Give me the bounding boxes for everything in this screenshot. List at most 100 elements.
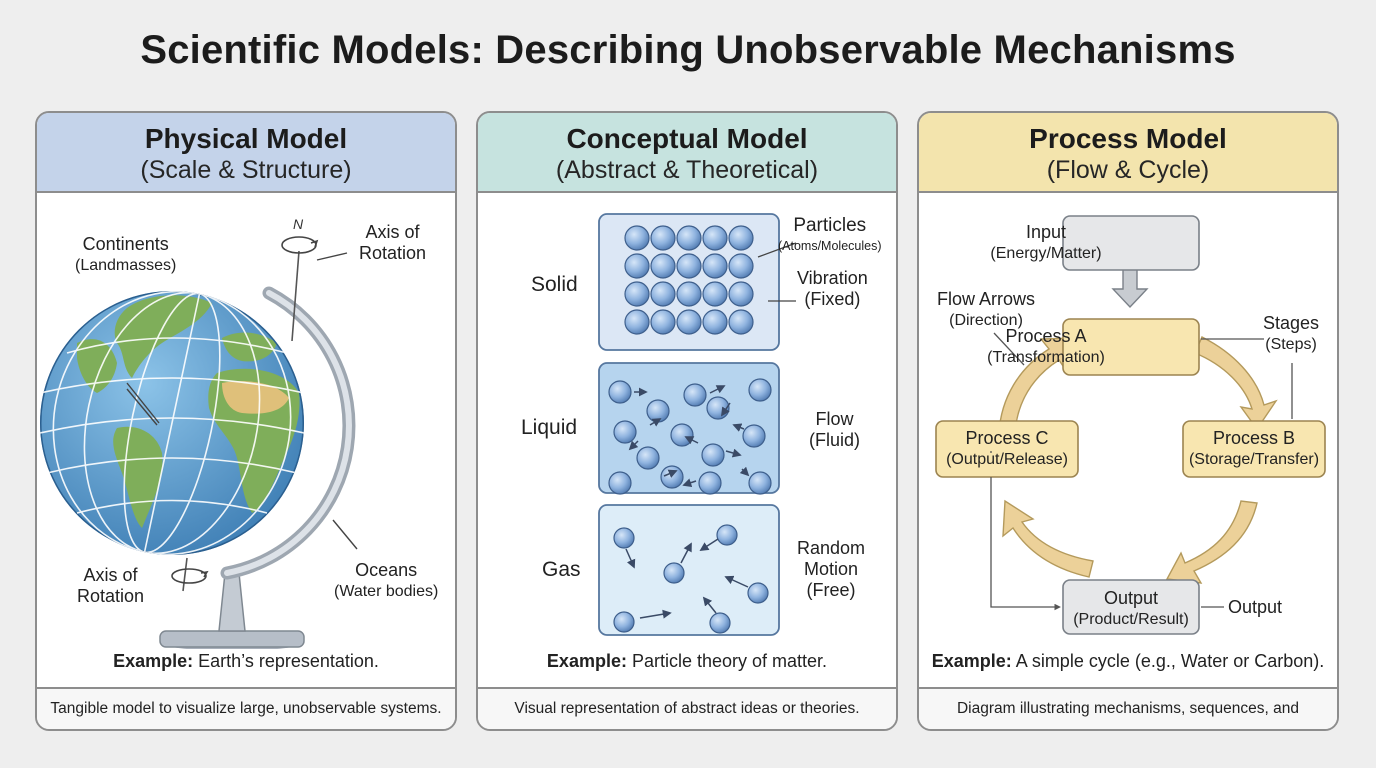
gas-particle [709,612,731,634]
motion-arrow [639,609,672,619]
gas-particle [663,562,685,584]
process-model-header: Process Model (Flow & Cycle) [919,113,1337,193]
process-c-box [935,420,1079,478]
motion-arrow [625,548,636,569]
solid-particle [624,225,650,251]
gas-particles [613,524,769,634]
axis-line-top [291,250,300,342]
input-arrow [1111,266,1149,309]
process-cycle-illustration [935,215,1326,635]
process-a-text: Process A (Transformation) [987,326,1105,366]
flow-arrows-label: Flow Arrows (Direction) [937,289,1036,329]
state-gas-label: Gas [542,558,581,581]
liquid-particle [683,383,707,407]
axis-of-rotation-bottom-label: Axis of Rotation [77,565,145,606]
process-footer: Diagram illustrating mechanisms, sequenc… [919,687,1337,729]
motion-arrow [732,423,745,432]
motion-arrow [628,440,639,451]
liquid-particle [636,446,660,470]
continents-label: Continents (Landmasses) [75,234,177,274]
gas-particle [613,611,635,633]
gas-particle [716,524,738,546]
process-example: Example: A simple cycle (e.g., Water or … [931,651,1325,671]
physical-footer: Tangible model to visualize large, unobs… [37,687,455,729]
process-b-text: Process B (Storage/Transfer) [1188,428,1320,468]
liquid-particle [613,420,637,444]
process-model-panel: Process Model (Flow & Cycle) [917,111,1339,731]
solid-particle [728,281,754,307]
particles-label: Particles (Atoms/Molecules) [778,215,882,253]
motion-arrow [699,538,719,551]
solid-particle [702,253,728,279]
globe-illustration: N [40,216,358,649]
physical-example: Example: Earth’s representation. [113,651,379,671]
motion-arrow [682,478,697,487]
state-solid-label: Solid [531,273,578,296]
solid-particle [676,225,702,251]
process-a-box [1062,318,1200,376]
liquid-particle [748,471,772,495]
globe-base-plate [159,630,305,648]
solid-particle [728,225,754,251]
liquid-particle [701,443,725,467]
page-title: Scientific Models: Describing Unobservab… [140,28,1236,72]
conceptual-footer: Visual representation of abstract ideas … [478,687,896,729]
gas-particle [613,527,635,549]
process-b-box [1182,420,1326,478]
flow-label: Flow (Fluid) [809,409,861,450]
vibration-label: Vibration (Fixed) [797,268,868,309]
axis-line-bottom [182,557,188,592]
solid-particle [676,253,702,279]
solid-particle [676,281,702,307]
physical-model-subtitle: (Scale & Structure) [140,156,352,184]
solid-particle [650,281,676,307]
rotation-arrow-bottom-icon [171,568,207,584]
solid-particle [624,309,650,335]
motion-arrow [684,436,699,445]
axis-top-leader [316,252,348,261]
conceptual-model-subtitle: (Abstract & Theoretical) [555,156,819,184]
output-box-text: Output (Product/Result) [1073,588,1189,628]
process-model-title: Process Model [1029,123,1227,154]
motion-arrow [725,448,742,458]
liquid-particle [608,380,632,404]
motion-arrow [724,575,749,588]
liquid-particle [706,396,730,420]
rotation-arrow-top-icon [281,236,317,254]
north-marker: N [293,216,304,232]
liquid-particles [608,378,772,495]
c-to-output-connector [990,477,1061,611]
process-c-text: Process C (Output/Release) [946,428,1068,468]
liquid-particle [748,378,772,402]
input-box [1062,215,1200,271]
process-model-subtitle: (Flow & Cycle) [1046,156,1210,184]
conceptual-example: Example: Particle theory of matter. [546,651,828,671]
stages-label: Stages (Steps) [1263,313,1320,353]
solid-particle [650,309,676,335]
conceptual-model-panel: Conceptual Model (Abstract & Theoretical… [476,111,898,731]
output-label: Output [1228,597,1283,617]
liquid-particle [646,399,670,423]
solid-particle [728,309,754,335]
solid-particle [650,253,676,279]
motion-arrow [721,402,731,417]
oceans-leader [332,519,358,550]
liquid-particle [670,423,694,447]
states-of-matter-illustration [598,213,797,636]
motion-arrow [739,466,750,477]
physical-model-panel: Physical Model (Scale & Structure) [35,111,457,731]
motion-arrow [702,596,717,614]
physical-model-title: Physical Model [144,123,348,154]
oceans-label: Oceans (Water bodies) [334,560,439,600]
motion-arrow [680,542,692,564]
solid-particle [624,253,650,279]
input-box-text: Input (Energy/Matter) [990,222,1102,262]
motion-arrow [649,418,662,427]
liquid-particle [742,424,766,448]
physical-model-header: Physical Model (Scale & Structure) [37,113,455,193]
conceptual-model-header: Conceptual Model (Abstract & Theoretical… [478,113,896,193]
gas-particle [747,582,769,604]
output-box [1062,579,1200,635]
solid-particles [624,225,754,335]
flow-arrows-leader [993,332,1025,366]
